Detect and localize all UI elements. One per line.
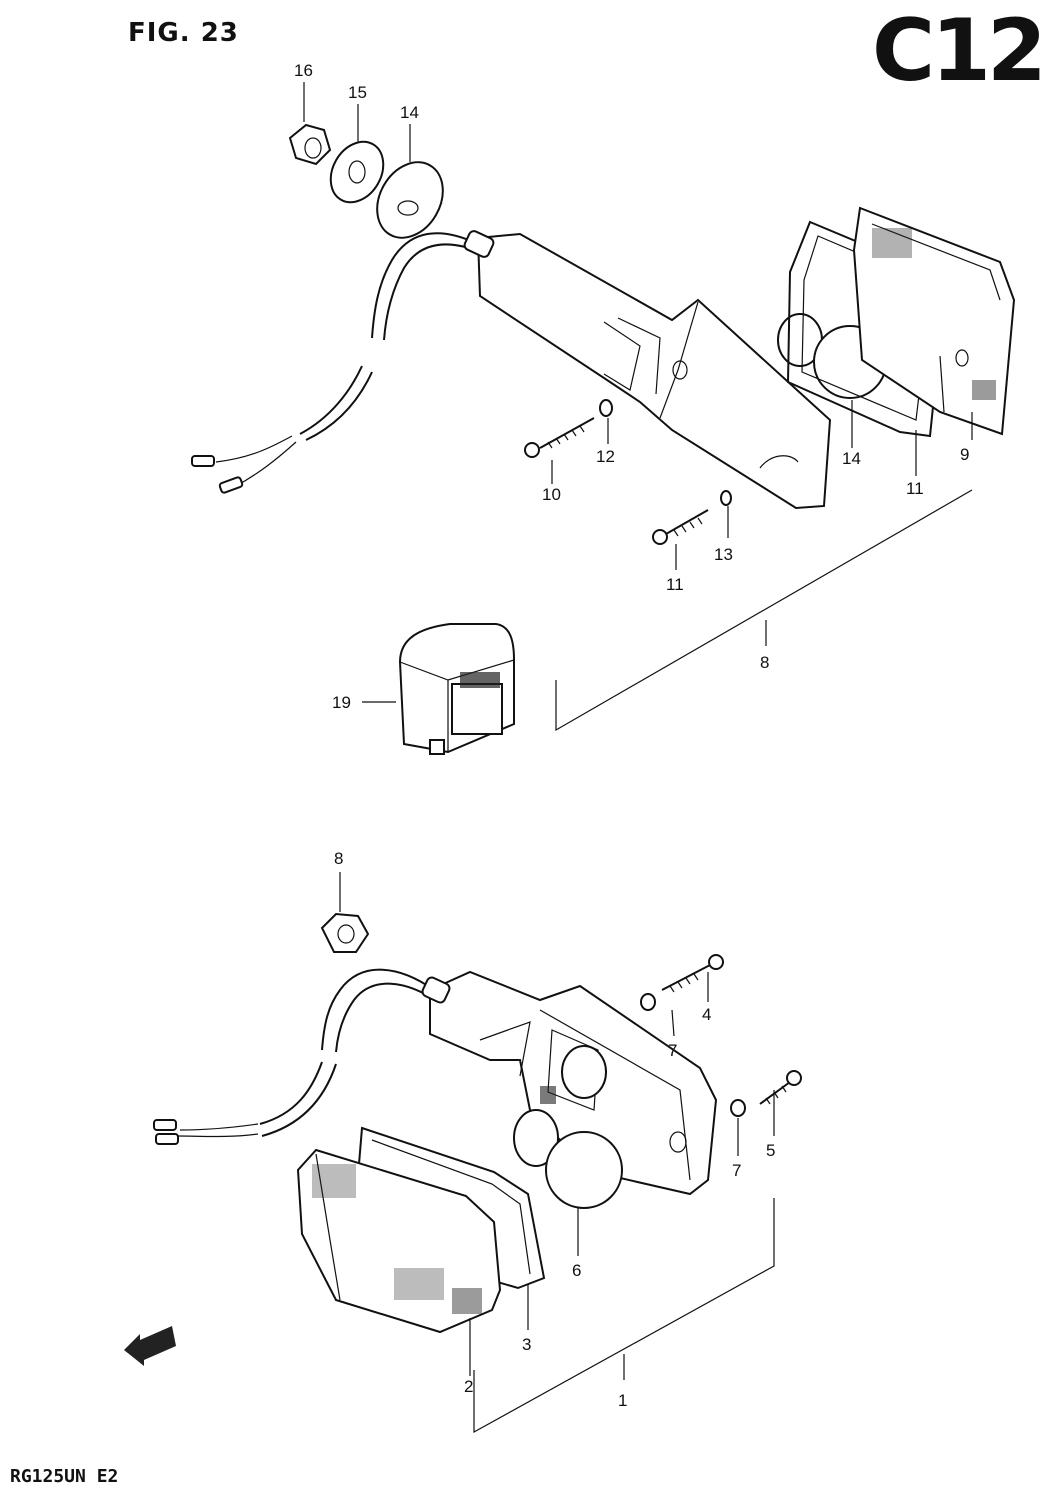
callout: 14 xyxy=(400,103,419,122)
screw-12 xyxy=(524,417,595,458)
bulb-6 xyxy=(513,1045,623,1209)
leader-lines xyxy=(303,82,973,1376)
screw-13 xyxy=(652,509,709,545)
callout: 19 xyxy=(332,693,351,712)
lens-10 xyxy=(852,206,1016,436)
callout: 10 xyxy=(542,485,561,504)
callout: 14 xyxy=(842,449,861,468)
section-code: C12 xyxy=(872,1,1047,101)
screw-4 xyxy=(661,954,724,993)
nut-7-upper xyxy=(640,993,656,1011)
callout: 8 xyxy=(334,849,343,868)
callout: 1 xyxy=(618,1391,627,1410)
callout: 5 xyxy=(766,1141,775,1160)
callout: 3 xyxy=(522,1335,531,1354)
callout: 7 xyxy=(732,1161,741,1180)
callout: 7 xyxy=(668,1041,677,1060)
callout: 11 xyxy=(906,479,924,498)
callout: 15 xyxy=(348,83,367,102)
callout: 12 xyxy=(596,447,615,466)
nut-14-lower xyxy=(720,490,732,506)
callout: 2 xyxy=(464,1377,473,1396)
callout: 8 xyxy=(760,653,769,672)
callout: 9 xyxy=(960,445,969,464)
callout: 16 xyxy=(294,61,313,80)
nut-7-lower xyxy=(730,1099,746,1117)
flasher-relay-19 xyxy=(362,623,515,755)
callouts: 16 15 14 12 10 14 11 9 13 11 8 19 8 4 7 … xyxy=(294,61,969,1410)
rear-signal-cable xyxy=(191,232,487,494)
callout: 4 xyxy=(702,1005,711,1024)
lens-2 xyxy=(296,1148,502,1334)
callout: 11 xyxy=(666,575,684,594)
screw-5 xyxy=(759,1070,802,1105)
bracket-1 xyxy=(473,1198,775,1434)
nut-8 xyxy=(320,912,370,953)
bracket-9 xyxy=(555,489,973,732)
callout: 6 xyxy=(572,1261,581,1280)
nut-14-upper xyxy=(599,399,613,417)
nut-18 xyxy=(288,123,332,166)
front-signal-cable xyxy=(153,968,439,1145)
callout: 13 xyxy=(714,545,733,564)
model-label: RG125UN E2 xyxy=(10,1466,119,1487)
washer-17 xyxy=(329,140,385,204)
rear-signal-housing xyxy=(463,230,832,510)
figure-number: FIG. 23 xyxy=(128,18,239,48)
washer-16 xyxy=(376,161,444,239)
arrow-left-icon xyxy=(124,1326,176,1366)
